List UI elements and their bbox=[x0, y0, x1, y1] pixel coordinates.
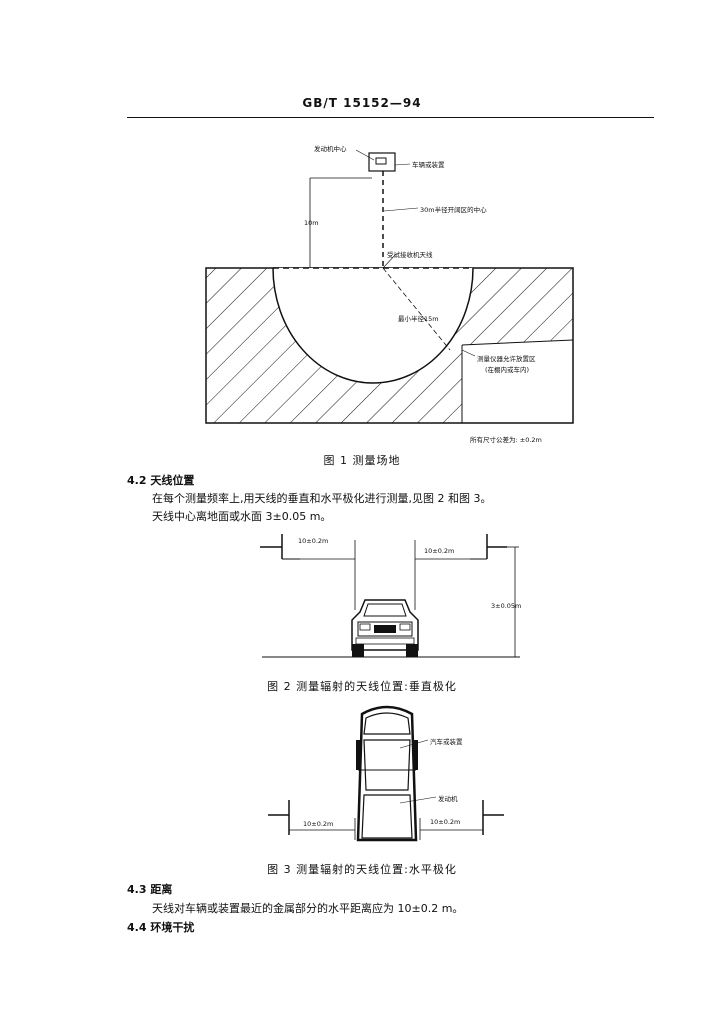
label-vehicle: 车辆或装置 bbox=[412, 161, 445, 169]
label-10m: 10m bbox=[304, 219, 319, 227]
header-rule bbox=[127, 117, 654, 118]
label-instrument-area-note: (在棚内或车内) bbox=[485, 366, 530, 374]
figure-2-caption: 图 2 测量辐射的天线位置:垂直极化 bbox=[267, 680, 457, 693]
fig3-label-vehicle: 汽车或装置 bbox=[430, 738, 463, 746]
fig2-dim-height: 3±0.05m bbox=[491, 602, 522, 610]
section-4-2-title: 4.2 天线位置 bbox=[127, 474, 195, 487]
fig2-dim-right: 10±0.2m bbox=[424, 547, 455, 555]
page-header: GB/T 15152—94 bbox=[302, 96, 422, 110]
section-4-2-line2: 天线中心离地面或水面 3±0.05 m。 bbox=[152, 510, 332, 523]
label-instrument-area: 测量仪器允许放置区 bbox=[477, 355, 536, 363]
fig3-dim-right: 10±0.2m bbox=[430, 818, 461, 826]
fig3-dim-left: 10±0.2m bbox=[303, 820, 334, 828]
section-4-3-line1: 天线对车辆或装置最近的金属部分的水平距离应为 10±0.2 m。 bbox=[152, 902, 464, 915]
figure-3-caption: 图 3 测量辐射的天线位置:水平极化 bbox=[267, 863, 457, 876]
fig3-label-engine: 发动机 bbox=[438, 795, 458, 803]
section-4-3-title: 4.3 距离 bbox=[127, 883, 173, 896]
section-4-2-line1: 在每个测量频率上,用天线的垂直和水平极化进行测量,见图 2 和图 3。 bbox=[152, 492, 492, 505]
figure-1-caption: 图 1 测量场地 bbox=[323, 454, 401, 467]
label-min-radius: 最小半径15m bbox=[398, 315, 439, 323]
label-engine-center: 发动机中心 bbox=[314, 145, 347, 153]
label-antenna: 受试接收机天线 bbox=[387, 251, 433, 259]
fig2-dim-left: 10±0.2m bbox=[298, 537, 329, 545]
label-center-30m: 30m半径开阔区的中心 bbox=[420, 206, 487, 214]
section-4-4-title: 4.4 环境干扰 bbox=[127, 921, 195, 934]
tolerance-note: 所有尺寸公差为: ±0.2m bbox=[470, 436, 542, 444]
